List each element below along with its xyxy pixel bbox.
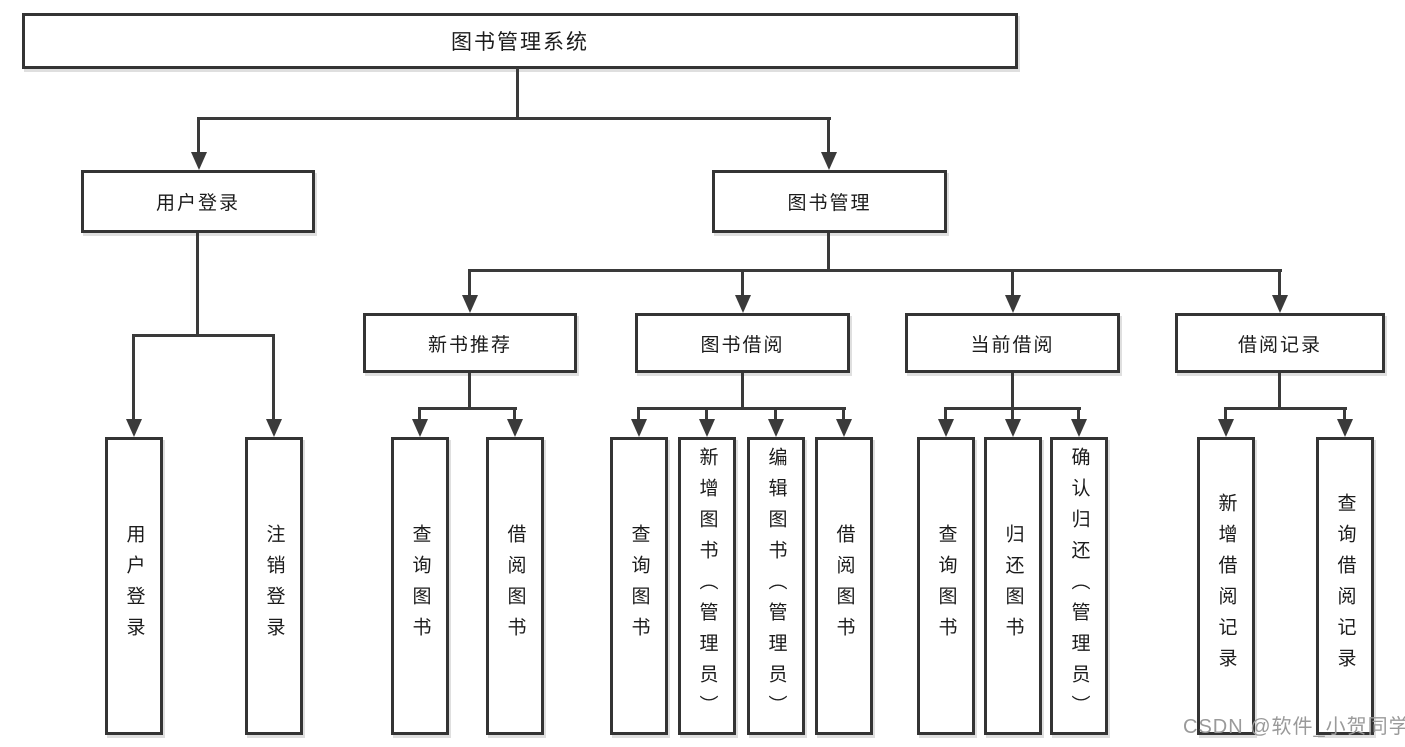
leaf-confirm-return-admin: 确认归还（管理员）: [1050, 437, 1108, 735]
node-current-borrow-label: 当前借阅: [970, 334, 1055, 356]
arrow-down-icon: [938, 419, 954, 437]
arrow-down-icon: [821, 152, 837, 170]
arrow-down-icon: [1337, 419, 1353, 437]
leaf-current-query-books: 查询图书: [917, 437, 975, 735]
connector-line: [513, 407, 516, 421]
arrow-down-icon: [1272, 295, 1288, 313]
connector-line: [132, 334, 135, 420]
connector-line: [516, 68, 519, 118]
connector-line: [827, 117, 830, 153]
node-book-borrow-label: 图书借阅: [700, 334, 785, 356]
node-new-book-recommend: 新书推荐: [363, 313, 577, 373]
leaf-borrow-books-label: 借阅图书: [833, 524, 855, 648]
connector-line: [705, 407, 708, 421]
connector-line: [637, 407, 640, 421]
node-book-management-label: 图书管理: [787, 193, 872, 214]
connector-line: [741, 269, 744, 297]
connector-line: [418, 407, 421, 421]
leaf-logout: 注销登录: [245, 437, 303, 735]
arrow-down-icon: [631, 419, 647, 437]
connector-line: [1224, 407, 1347, 410]
leaf-borrow-query-books-label: 查询图书: [628, 524, 650, 648]
arrow-down-icon: [699, 419, 715, 437]
connector-line: [468, 269, 471, 297]
arrow-down-icon: [1005, 295, 1021, 313]
leaf-rec-borrow-books: 借阅图书: [486, 437, 544, 735]
connector-line: [637, 407, 846, 410]
arrow-down-icon: [1071, 419, 1087, 437]
connector-line: [1011, 407, 1014, 421]
connector-line: [197, 117, 831, 120]
leaf-rec-query-books-label: 查询图书: [409, 524, 431, 648]
arrow-down-icon: [836, 419, 852, 437]
leaf-confirm-return-admin-label: 确认归还（管理员）: [1068, 446, 1090, 726]
arrow-down-icon: [266, 419, 282, 437]
leaf-add-borrow-record-label: 新增借阅记录: [1215, 493, 1237, 679]
leaf-rec-borrow-books-label: 借阅图书: [504, 524, 526, 648]
leaf-query-borrow-record: 查询借阅记录: [1316, 437, 1374, 735]
leaf-edit-book-admin: 编辑图书（管理员）: [747, 437, 805, 735]
csdn-watermark: CSDN @软件_小贺同学: [1183, 716, 1405, 738]
leaf-current-query-books-label: 查询图书: [935, 524, 957, 648]
node-borrow-records: 借阅记录: [1175, 313, 1385, 373]
node-book-borrow: 图书借阅: [635, 313, 850, 373]
leaf-add-book-admin: 新增图书（管理员）: [678, 437, 736, 735]
connector-line: [468, 269, 1282, 272]
node-current-borrow: 当前借阅: [905, 313, 1120, 373]
node-user-login-label: 用户登录: [155, 193, 240, 214]
leaf-add-book-admin-label: 新增图书（管理员）: [696, 446, 718, 726]
connector-line: [1278, 373, 1281, 409]
node-new-book-recommend-label: 新书推荐: [427, 334, 512, 356]
connector-line: [418, 407, 517, 410]
connector-line: [196, 233, 199, 336]
connector-line: [1011, 269, 1014, 297]
connector-line: [272, 334, 275, 420]
leaf-edit-book-admin-label: 编辑图书（管理员）: [765, 446, 787, 726]
leaf-query-borrow-record-label: 查询借阅记录: [1334, 493, 1356, 679]
connector-line: [741, 373, 744, 409]
arrow-down-icon: [462, 295, 478, 313]
node-borrow-records-label: 借阅记录: [1237, 334, 1322, 356]
connector-line: [842, 407, 845, 421]
node-root: 图书管理系统: [22, 13, 1018, 69]
node-book-management: 图书管理: [712, 170, 947, 233]
arrow-down-icon: [412, 419, 428, 437]
leaf-borrow-query-books: 查询图书: [610, 437, 668, 735]
connector-line: [1343, 407, 1346, 421]
connector-line: [1077, 407, 1080, 421]
connector-line: [197, 117, 200, 153]
arrow-down-icon: [191, 152, 207, 170]
connector-line: [1224, 407, 1227, 421]
leaf-logout-label: 注销登录: [263, 524, 285, 648]
node-user-login: 用户登录: [81, 170, 315, 233]
connector-line: [774, 407, 777, 421]
leaf-return-books-label: 归还图书: [1002, 524, 1024, 648]
leaf-borrow-books: 借阅图书: [815, 437, 873, 735]
arrow-down-icon: [1005, 419, 1021, 437]
connector-line: [1278, 269, 1281, 297]
leaf-return-books: 归还图书: [984, 437, 1042, 735]
connector-line: [468, 373, 471, 409]
arrow-down-icon: [507, 419, 523, 437]
leaf-rec-query-books: 查询图书: [391, 437, 449, 735]
arrow-down-icon: [735, 295, 751, 313]
connector-line: [827, 233, 830, 272]
arrow-down-icon: [768, 419, 784, 437]
leaf-add-borrow-record: 新增借阅记录: [1197, 437, 1255, 735]
arrow-down-icon: [126, 419, 142, 437]
connector-line: [132, 334, 275, 337]
leaf-user-login-label: 用户登录: [123, 524, 145, 648]
connector-line: [944, 407, 947, 421]
connector-line: [1011, 373, 1014, 409]
node-root-label: 图书管理系统: [451, 31, 589, 54]
arrow-down-icon: [1218, 419, 1234, 437]
leaf-user-login: 用户登录: [105, 437, 163, 735]
